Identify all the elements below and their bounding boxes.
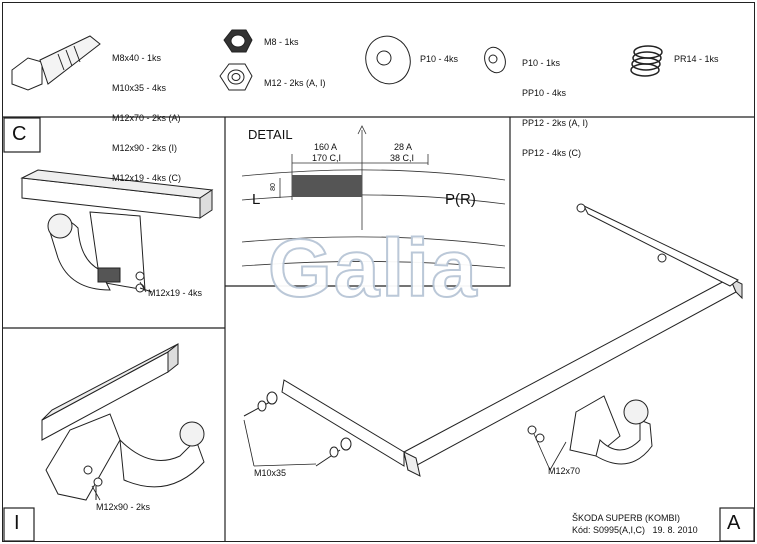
detail-dim-left-bottom: 170 C,I	[312, 153, 342, 163]
detail-title: DETAIL	[248, 127, 293, 142]
detail-dim-right-top: 28 A	[394, 142, 413, 152]
washer-list: P10 - 1ks PP10 - 4ks PP12 - 2ks (A, I) P…	[522, 38, 588, 168]
bolt-item: M12x90 - 2ks (I)	[112, 143, 178, 153]
detail-dim-height: 80	[269, 183, 277, 191]
washer-small-icon	[484, 46, 506, 74]
washer-p10-icon	[365, 35, 411, 85]
panel-a-drawing	[243, 203, 743, 477]
letter-box-c	[3, 117, 41, 153]
callout-c: M12x19 - 4ks	[148, 288, 203, 298]
callout-i: M12x90 - 2ks	[96, 502, 151, 512]
nut-m12-label: M12 - 2ks (A, I)	[264, 78, 326, 88]
bolt-list: M8x40 - 1ks M10x35 - 4ks M12x70 - 2ks (A…	[112, 33, 181, 193]
detail-dim-right-bottom: 38 C,I	[390, 153, 415, 163]
galia-watermark: Galia	[267, 222, 479, 315]
detail-side-left: L	[252, 191, 261, 208]
panel-letter-i: I	[14, 512, 20, 534]
detail-side-right: P(R)	[445, 191, 476, 208]
bolt-item: M8x40 - 1ks	[112, 53, 162, 63]
bolt-item: M10x35 - 4ks	[112, 83, 167, 93]
footer-model: ŠKODA SUPERB (KOMBI)	[572, 513, 681, 523]
washer-item: PP12 - 4ks (C)	[522, 148, 582, 158]
nut-m8-label: M8 - 1ks	[264, 37, 299, 47]
detail-box	[225, 117, 511, 287]
spring-washer-label: PR14 - 1ks	[674, 54, 719, 64]
letter-box-i	[3, 507, 35, 542]
bolt-icon	[11, 35, 101, 91]
spring-washer-icon	[630, 45, 663, 77]
washer-item: P10 - 1ks	[522, 58, 561, 68]
nut-m12-icon	[219, 63, 253, 91]
bolt-item: M12x70 - 2ks (A)	[112, 113, 181, 123]
washer-item: PP12 - 2ks (A, I)	[522, 118, 589, 128]
panel-i-drawing	[41, 342, 205, 501]
detail-hatched-area	[292, 175, 362, 197]
washer-p10-label: P10 - 4ks	[420, 54, 459, 64]
washer-item: PP10 - 4ks	[522, 88, 567, 98]
panel-letter-c: C	[12, 123, 27, 145]
nut-m8-icon	[223, 29, 253, 53]
detail-drawing	[241, 125, 506, 269]
callout-a-right: M12x70	[548, 466, 581, 476]
panel-letter-a: A	[727, 512, 741, 534]
panel-c-drawing	[20, 169, 214, 293]
footer-code: Kód: S0995(A,I,C) 19. 8. 2010	[572, 525, 698, 535]
letter-box-a	[719, 507, 755, 542]
callout-leaders	[91, 281, 567, 501]
detail-dim-left-top: 160 A	[314, 142, 338, 152]
bolt-item: M12x19 - 4ks (C)	[112, 173, 182, 183]
callout-a-left: M10x35	[254, 468, 287, 478]
